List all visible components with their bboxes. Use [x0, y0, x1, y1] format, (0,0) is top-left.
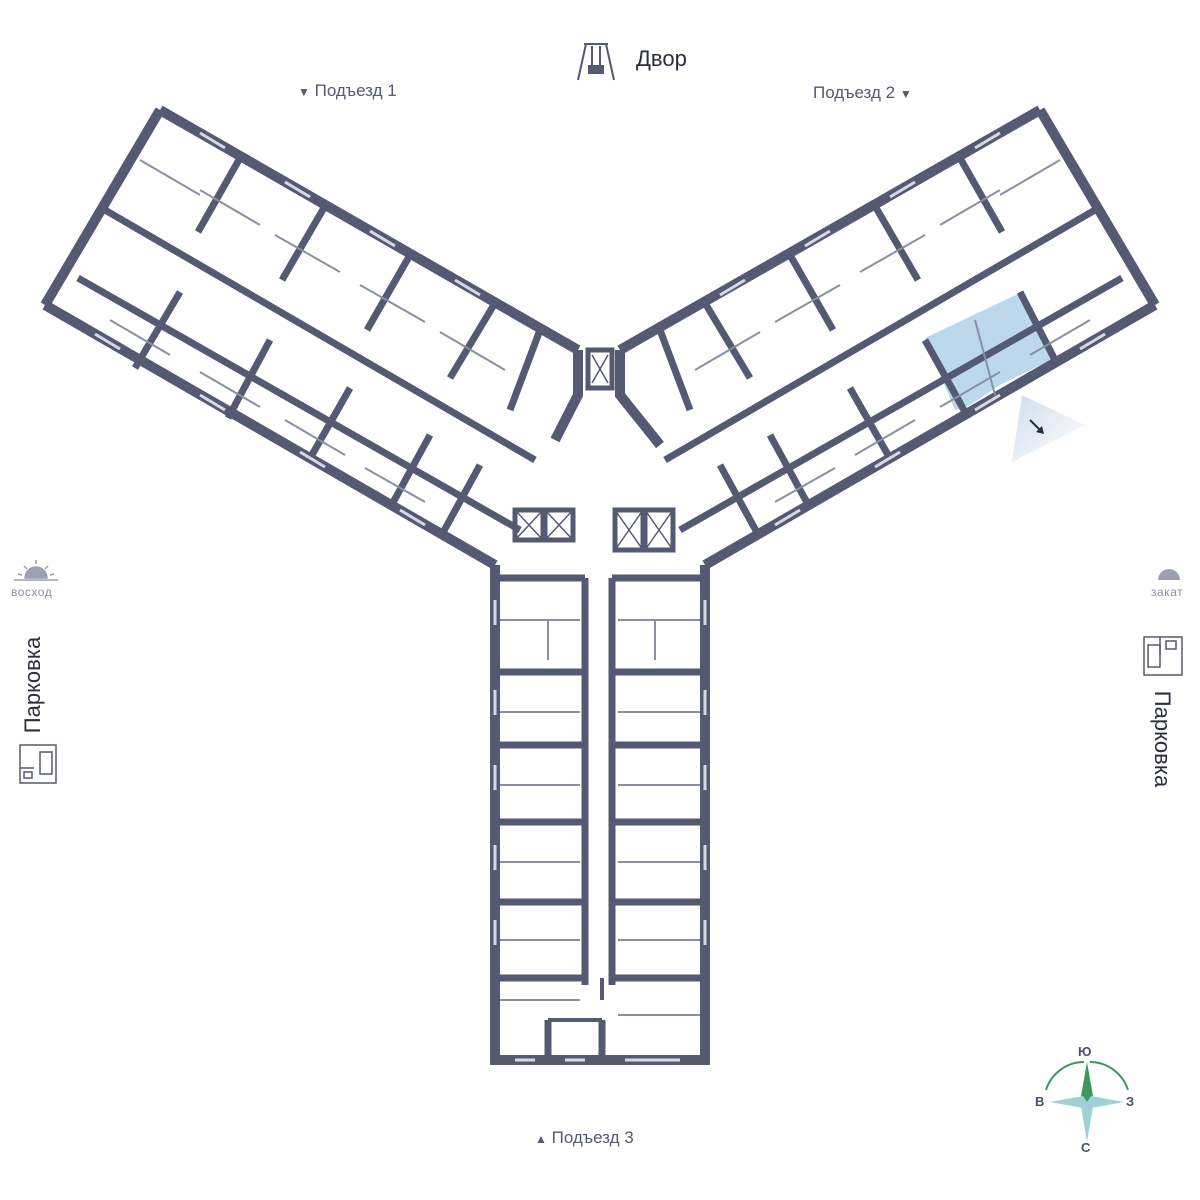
parking-icon [19, 744, 57, 784]
wing-2 [615, 105, 1160, 570]
entrance-2-text: Подъезд 2 [813, 83, 896, 102]
entrance-1-text: Подъезд 1 [314, 81, 397, 100]
parking-icon [1143, 636, 1183, 676]
sunrise-icon [14, 560, 58, 581]
entrance-2-label[interactable]: Подъезд 2 ▼ [813, 83, 912, 103]
compass-north-label: Ю [1078, 1044, 1092, 1059]
entrance-3-label[interactable]: ▲ Подъезд 3 [535, 1128, 634, 1148]
wing-1 [40, 105, 583, 570]
compass-west-label: В [1035, 1094, 1045, 1109]
wing-3 [490, 565, 710, 1065]
triangle-down-icon: ▼ [899, 87, 912, 101]
compass-south-label: С [1081, 1140, 1091, 1155]
swing-icon [577, 43, 615, 81]
yard-label: Двор [636, 46, 687, 71]
sunset-icon [1158, 569, 1180, 580]
central-core [512, 347, 676, 553]
compass-icon [1045, 1061, 1129, 1142]
sunset-label: закат [1151, 585, 1184, 599]
compass-east-label: З [1126, 1094, 1135, 1109]
parking-right-label: Парковка [1150, 690, 1175, 788]
entrance-3-text: Подъезд 3 [551, 1128, 634, 1147]
entrance-1-label[interactable]: ▼ Подъезд 1 [298, 81, 397, 101]
sunrise-label: восход [11, 585, 53, 599]
triangle-up-icon: ▲ [535, 1132, 547, 1146]
triangle-down-icon: ▼ [298, 85, 310, 99]
parking-left-label: Парковка [20, 636, 45, 734]
